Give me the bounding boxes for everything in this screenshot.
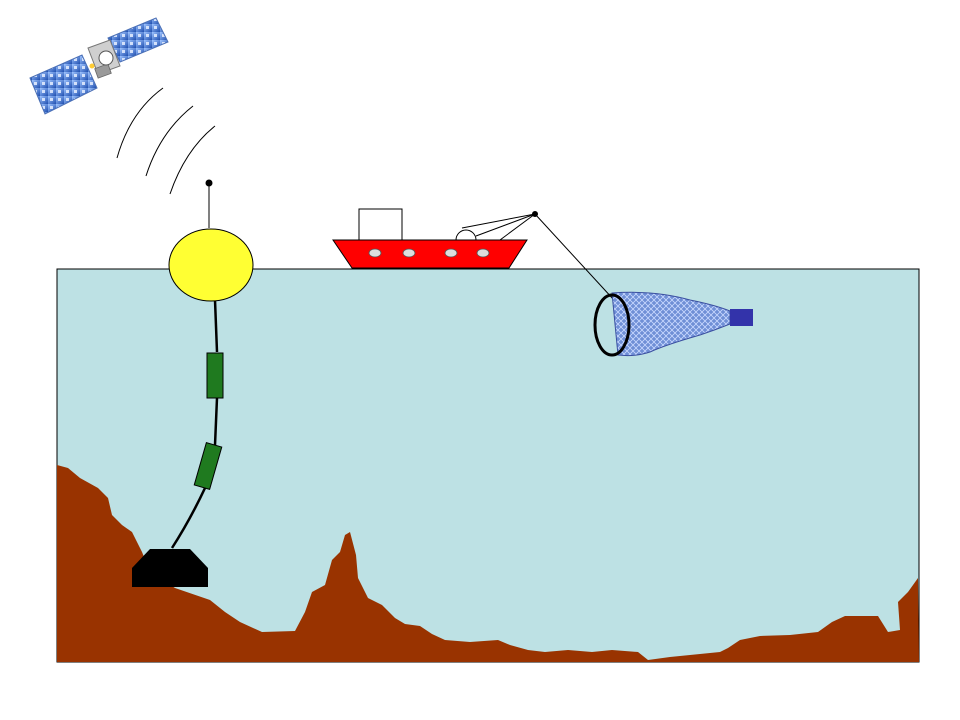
- satellite-dish: [98, 50, 114, 66]
- instrument-2: [193, 442, 223, 490]
- tow-line: [534, 213, 615, 301]
- radio-signal-arcs: [116, 87, 216, 195]
- mooring-line: [170, 299, 219, 549]
- satellite-icon: [29, 17, 169, 115]
- vessel-hull: [332, 239, 528, 269]
- instrument-1: [206, 352, 224, 399]
- vessel-cabin: [358, 208, 403, 241]
- net-ring: [593, 293, 631, 357]
- surface-buoy: [168, 228, 254, 302]
- solar-panel-left: [29, 54, 98, 115]
- vessel-crane: [461, 213, 536, 241]
- plankton-net: [611, 291, 731, 357]
- anchor-weight: [132, 549, 208, 587]
- winch-drum: [455, 229, 477, 241]
- research-vessel: [332, 208, 528, 269]
- cod-end-collector: [730, 309, 753, 326]
- seafloor-terrain: [57, 465, 919, 662]
- solar-panel-right: [107, 17, 169, 63]
- antenna-tip: [205, 179, 213, 187]
